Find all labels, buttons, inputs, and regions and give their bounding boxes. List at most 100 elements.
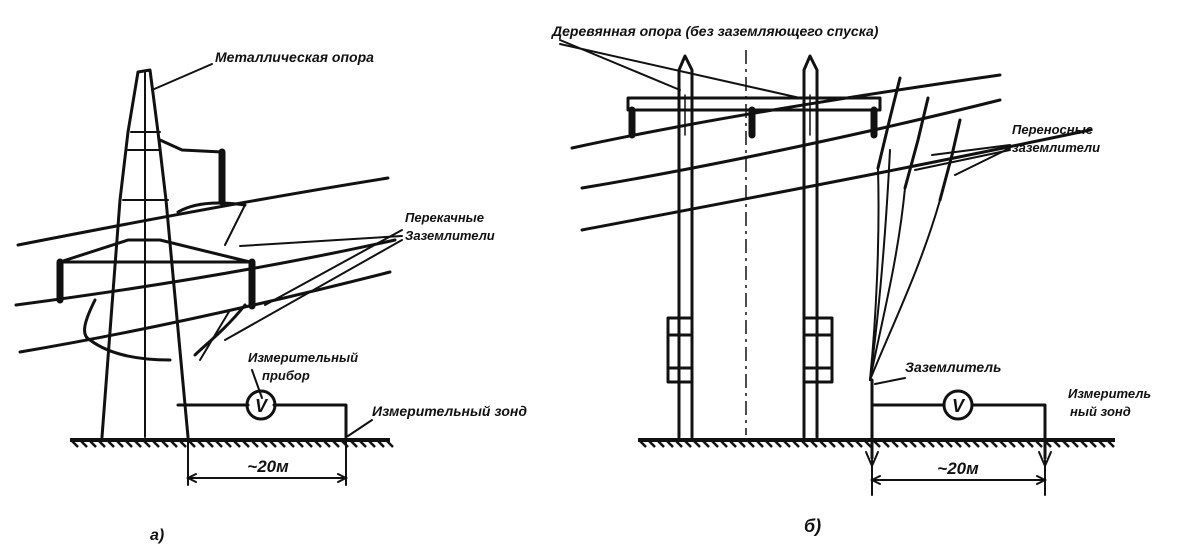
ground-hatch-mark (278, 440, 286, 448)
electrode-label: Заземлитель (905, 359, 1001, 375)
ground-hatch-mark (693, 440, 701, 448)
ground-hatch-mark (179, 440, 187, 448)
wires-label-b-line1: Переносные (1012, 122, 1093, 137)
ground-hatch-mark (720, 440, 728, 448)
ground-hatch-mark (684, 440, 692, 448)
ground-hatch-mark (873, 440, 881, 448)
ground-hatch-mark (729, 440, 737, 448)
ground-hatch-mark (1098, 440, 1106, 448)
dimension-b: ~20м (869, 459, 1048, 496)
ground-hatch-mark (648, 440, 656, 448)
ground-hatch-mark (765, 440, 773, 448)
ground-hatch-mark (963, 440, 971, 448)
ground-hatch-mark (125, 440, 133, 448)
ground-hatch-mark (702, 440, 710, 448)
ground-hatch-mark (945, 440, 953, 448)
ground-hatch-mark (819, 440, 827, 448)
ground-hatch-mark (918, 440, 926, 448)
ground-hatch-mark (98, 440, 106, 448)
wires-label-a-line2: Заземлители (405, 228, 495, 243)
ground-hatch-mark (1044, 440, 1052, 448)
caption-b: б) (804, 516, 821, 536)
ground-hatch-mark (738, 440, 746, 448)
tower-label-a: Металлическая опора (215, 49, 374, 65)
ground-hatch-mark (1053, 440, 1061, 448)
ground-hatch-mark (1071, 440, 1079, 448)
ground-hatch-mark (197, 440, 205, 448)
ground-hatch-mark (747, 440, 755, 448)
ground-hatch-mark (242, 440, 250, 448)
lower-crossarm (56, 238, 256, 310)
distance-label-a: ~20м (247, 457, 289, 476)
ground-hatch-mark (810, 440, 818, 448)
ground-hatch-mark (900, 440, 908, 448)
ground-hatch-mark (1089, 440, 1097, 448)
ground-hatch-mark (215, 440, 223, 448)
leaders-b (559, 39, 1011, 385)
ground-hatch-mark (1035, 440, 1043, 448)
ground-hatch-mark (1008, 440, 1016, 448)
ground-hatch-mark (143, 440, 151, 448)
ground-hatch-mark (89, 440, 97, 448)
ground-hatch-mark (855, 440, 863, 448)
overhead-wires-b (570, 73, 1092, 232)
ground-hatch-mark (386, 440, 394, 448)
dimension-a: ~20м (185, 439, 349, 486)
ground-hatch-mark (972, 440, 980, 448)
ground-hatch-mark (1062, 440, 1070, 448)
ground-hatch-mark (134, 440, 142, 448)
portable-groundings-b (869, 76, 962, 381)
ground-hatch-mark (341, 440, 349, 448)
ground-hatch-mark (639, 440, 647, 448)
ground-hatch-mark (332, 440, 340, 448)
ground-hatch-mark (251, 440, 259, 448)
meter-label-line2: прибор (262, 368, 310, 383)
ground-hatch-mark (116, 440, 124, 448)
ground-hatch-mark (909, 440, 917, 448)
portable-groundings-a (83, 201, 247, 362)
probe-label-a: Измерительный зонд (372, 403, 527, 419)
ground-hatch-mark (927, 440, 935, 448)
ground-hatch-mark (756, 440, 764, 448)
ground-hatch-mark (269, 440, 277, 448)
voltmeter-symbol-b: V (952, 396, 966, 416)
ground-hatch-mark (1107, 440, 1115, 448)
ground-hatch-mark (801, 440, 809, 448)
wires-label-b-line2: заземлители (1012, 140, 1100, 155)
ground-hatch-mark (837, 440, 845, 448)
probe-label-b-line1: Измеритель (1068, 386, 1151, 401)
upper-crossarm (158, 138, 226, 206)
figure-b: V ~20м Деревянная опора (без заземляющег… (551, 23, 1151, 536)
ground-hatch-mark (711, 440, 719, 448)
ground-hatch-mark (170, 440, 178, 448)
ground-hatch-mark (792, 440, 800, 448)
ground-hatch-mark (224, 440, 232, 448)
ground-hatch-mark (314, 440, 322, 448)
ground-hatch-mark (1080, 440, 1088, 448)
ground-hatch-mark (891, 440, 899, 448)
ground-hatch-mark (936, 440, 944, 448)
tower-label-b: Деревянная опора (без заземляющего спуск… (551, 23, 879, 39)
measurement-circuit-a: V (176, 389, 348, 439)
voltmeter-b (942, 389, 974, 421)
ground-hatch-mark (161, 440, 169, 448)
ground-hatch-mark (864, 440, 872, 448)
ground-hatch-mark (954, 440, 962, 448)
ground-hatch-mark (206, 440, 214, 448)
overhead-wires-a (14, 176, 397, 354)
ground-hatch-mark (359, 440, 367, 448)
ground-hatch-mark (188, 440, 196, 448)
voltmeter-symbol-a: V (255, 396, 269, 416)
ground-hatch-mark (666, 440, 674, 448)
ground-hatch-mark (71, 440, 79, 448)
ground-hatch-mark (1017, 440, 1025, 448)
meter-label-line1: Измерительный (248, 350, 358, 365)
ground-hatch-mark (368, 440, 376, 448)
ground-hatch-mark (350, 440, 358, 448)
voltmeter-a (245, 389, 277, 421)
wires-label-a-line1: Перекачные (405, 210, 484, 225)
ground-hatch-mark (287, 440, 295, 448)
ground-hatch-mark (377, 440, 385, 448)
